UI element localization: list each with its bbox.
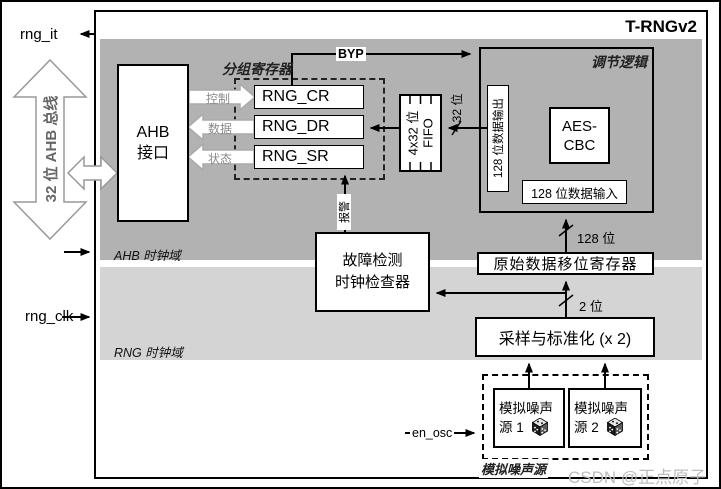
- register-rng-dr: RNG_DR: [254, 115, 364, 139]
- fault-checker-box: 故障检测 时钟检查器: [315, 232, 430, 312]
- ahb-interface-line2: 接口: [136, 145, 169, 162]
- aes-line1: AES-: [561, 117, 597, 135]
- signal-rng-clk: rng_clk: [25, 308, 74, 325]
- aes-cbc-box: AES- CBC: [549, 107, 610, 164]
- arrow-label-status: 状态: [208, 152, 233, 166]
- sampling-label: 采样与标准化 (x 2): [498, 331, 632, 348]
- byp-label: BYP: [336, 47, 366, 61]
- shift-register-box: 原始数据移位寄存器: [477, 252, 654, 275]
- data-input-box: 128 位数据输入: [522, 180, 627, 204]
- register-rng-cr: RNG_CR: [254, 85, 364, 109]
- bus-width-32bit: 32 位: [449, 93, 464, 123]
- fifo-slot-ticks: [409, 96, 432, 170]
- rng-clock-domain-label: RNG 时钟域: [114, 346, 183, 360]
- watermark: CSDN @正点原子: [568, 468, 707, 487]
- noise-source-2-line2: 源 2: [574, 420, 599, 435]
- diagram-title: T-RNGv2: [625, 17, 697, 36]
- data-input-label: 128 位数据输入: [531, 186, 618, 201]
- aes-line2: CBC: [563, 136, 596, 154]
- signal-rng-it: rng_it: [20, 26, 58, 43]
- data-output-box: [487, 85, 509, 192]
- bus-width-128bit: 128 位: [577, 231, 616, 246]
- alarm-label: 报警: [337, 194, 351, 230]
- noise-source-1-line1: 模拟噪声: [499, 401, 553, 416]
- dice-icon: [606, 417, 623, 437]
- ahb-clock-domain-label: AHB 时钟域: [114, 249, 181, 263]
- arrow-label-data: 数据: [208, 122, 233, 136]
- shift-register-label: 原始数据移位寄存器: [493, 256, 638, 273]
- register-rng-sr: RNG_SR: [254, 145, 364, 169]
- fifo-line1: 4x32 位: [405, 110, 421, 156]
- noise-source-1-line2: 源 1: [499, 420, 524, 435]
- fault-checker-line2: 时钟检查器: [334, 274, 410, 291]
- signal-en-osc: en_osc: [410, 426, 455, 440]
- noise-source-2-box: 模拟噪声 源 2: [568, 388, 642, 448]
- fault-checker-line1: 故障检测: [342, 252, 403, 269]
- bus-width-2bit: 2 位: [579, 299, 603, 314]
- ahb-bus-label: 32 位 AHB 总线: [42, 95, 60, 203]
- ahb-interface-line1: AHB: [136, 124, 170, 141]
- rng-cr-label: RNG_CR: [262, 88, 330, 105]
- noise-source-1-box: 模拟噪声 源 1: [493, 388, 565, 448]
- noise-source-2-line1: 模拟噪声: [574, 401, 628, 416]
- conditioning-label: 调节逻辑: [591, 54, 647, 70]
- fifo-line2: FIFO: [420, 118, 436, 148]
- rng-sr-label: RNG_SR: [262, 148, 329, 165]
- sampling-box: 采样与标准化 (x 2): [475, 317, 655, 357]
- noise-group-label: 模拟噪声源: [479, 459, 549, 478]
- arrow-label-control: 控制: [206, 92, 231, 106]
- ahb-interface-box: AHB 接口: [117, 64, 189, 222]
- fifo-label: 4x32 位 FIFO: [405, 96, 437, 171]
- register-group-label: 分组寄存器: [222, 61, 292, 77]
- noise-group-box: [482, 374, 649, 460]
- rng-dr-label: RNG_DR: [262, 118, 330, 135]
- fifo-box: [399, 94, 442, 172]
- data-output-label: 128 位数据输出: [493, 98, 505, 178]
- dice-icon: [531, 417, 548, 437]
